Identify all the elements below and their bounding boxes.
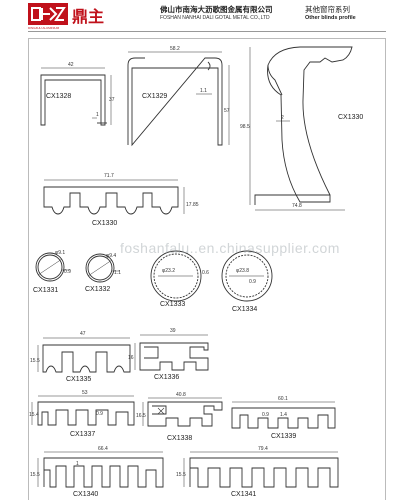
brand-name: 鼎主 [72, 7, 105, 26]
label-cx1341: CX1341 [231, 491, 256, 498]
dim-cx1328-thickness: 1 [96, 112, 99, 118]
dim-cx1338-height: 16.5 [136, 413, 146, 419]
profile-cx1338 [142, 397, 223, 427]
profile-cx1339 [231, 401, 336, 429]
dim-cx1337-thickness: 0.9 [96, 411, 103, 417]
dim-cx1332-thickness: 1.1 [114, 270, 121, 276]
profile-cx1335 [37, 337, 131, 373]
dim-cx1329-thickness: 1.1 [200, 88, 207, 94]
company-name-cn: 佛山市南海大沥歌图金属有限公司 [160, 5, 273, 14]
dim-cx1338-width: 40.8 [176, 392, 186, 398]
profile-cx1330-track [43, 179, 185, 215]
label-cx1328: CX1328 [46, 93, 71, 100]
profile-cx1333 [150, 250, 202, 302]
dim-cx1337-width: 53 [82, 390, 88, 396]
label-cx1330-bracket: CX1330 [338, 114, 363, 121]
dim-cx1341-height: 15.5 [176, 472, 186, 478]
dim-cx1340-height: 15.5 [30, 472, 40, 478]
watermark: foshanfalu..en.chinasupplier.com [120, 240, 340, 256]
dim-cx1339-thickness: 0.9 [262, 412, 269, 418]
dim-cx1339-width: 60.1 [278, 396, 288, 402]
label-cx1331: CX1331 [33, 287, 58, 294]
dim-cx1331-thickness: 0.9 [64, 269, 71, 275]
dim-cx1330-track-width: 71.7 [104, 173, 114, 179]
dim-cx1340-width: 66.4 [98, 446, 108, 452]
label-cx1340: CX1340 [73, 491, 98, 498]
profile-cx1331 [35, 252, 70, 282]
header: 鼎主 DINGZHU ALUMINIUM 佛山市南海大沥歌图金属有限公司 FOS… [0, 0, 400, 32]
dim-cx1328-width: 42 [68, 62, 74, 68]
dim-cx1329-width: 58.2 [170, 46, 180, 52]
dim-cx1341-width: 79.4 [258, 446, 268, 452]
dim-cx1328-height: 37 [109, 97, 115, 103]
profile-cx1341 [183, 451, 339, 488]
profile-cx1334 [221, 250, 273, 302]
drawing-frame [28, 38, 386, 500]
label-cx1336: CX1336 [154, 374, 179, 381]
dim-cx1330-track-height: 17.85 [186, 202, 199, 208]
company-name-en: FOSHAN NANHAI DALI GOTAL METAL CO.,LTD [160, 15, 270, 21]
dim-cx1332-diameter: φ9.4 [106, 253, 116, 259]
dim-cx1330-height: 98.5 [240, 124, 250, 130]
profile-cx1328 [40, 67, 112, 126]
dim-cx1336-height: 16 [128, 355, 134, 361]
label-cx1333: CX1333 [160, 301, 185, 308]
label-cx1337: CX1337 [70, 431, 95, 438]
dim-cx1334-thickness: 0.9 [249, 279, 256, 285]
series-title-cn: 其他窗帘系列 [305, 5, 350, 14]
dim-cx1331-diameter: φ9.1 [55, 250, 65, 256]
profile-cx1330-bracket [249, 46, 353, 211]
dim-cx1335-width: 47 [80, 331, 86, 337]
profile-cx1340 [37, 451, 164, 488]
profile-cx1329 [127, 51, 230, 147]
dim-cx1330-width: 74.8 [292, 203, 302, 209]
profile-cx1337 [31, 395, 135, 426]
series-title-en: Other blinds profile [305, 15, 356, 21]
label-cx1332: CX1332 [85, 286, 110, 293]
dim-cx1329-height: 57 [224, 108, 230, 114]
company-logo-mark [28, 3, 68, 25]
brand-subtitle: DINGZHU ALUMINIUM [28, 26, 60, 30]
label-cx1330-track: CX1330 [92, 220, 117, 227]
dim-cx1334-diameter: φ23.8 [236, 268, 249, 274]
profile-cx1332 [85, 253, 120, 283]
label-cx1329: CX1329 [142, 93, 167, 100]
dim-cx1335-height: 15.5 [30, 358, 40, 364]
label-cx1339: CX1339 [271, 433, 296, 440]
header-divider [28, 31, 386, 32]
dim-cx1337-height: 15.4 [29, 412, 39, 418]
dim-cx1333-thickness: 0.6 [202, 270, 209, 276]
label-cx1338: CX1338 [167, 435, 192, 442]
dim-cx1330-thickness: 2 [281, 115, 284, 121]
dim-cx1340-thickness: 1 [76, 461, 79, 467]
label-cx1334: CX1334 [232, 306, 257, 313]
profile-cx1336 [134, 334, 209, 371]
dim-cx1333-diameter: φ23.2 [162, 268, 175, 274]
dim-cx1339-lip: 1.4 [280, 412, 287, 418]
dim-cx1336-width: 39 [170, 328, 176, 334]
label-cx1335: CX1335 [66, 376, 91, 383]
